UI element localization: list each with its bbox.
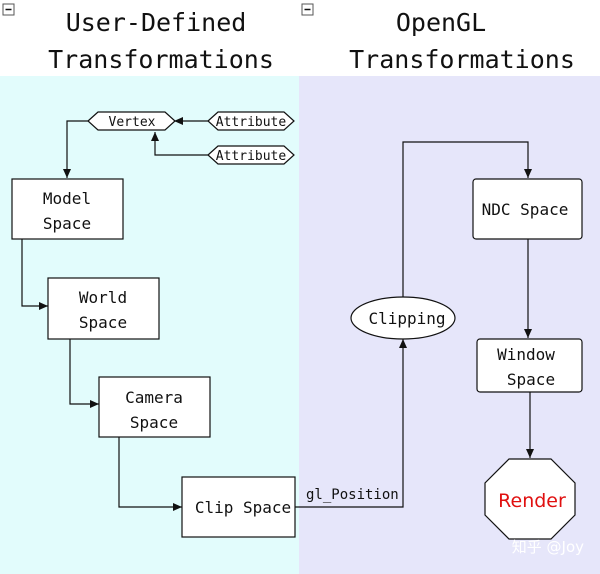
- clip-space-box: Clip Space: [181, 476, 296, 538]
- camera-space-label-2: Space: [130, 413, 178, 432]
- left-header-line2: Transformations: [48, 45, 274, 74]
- vertex-node: Vertex: [87, 111, 176, 131]
- clip-space-label: Clip Space: [195, 498, 291, 517]
- left-header-line1: User-Defined: [66, 8, 247, 37]
- ndc-space-label: NDC Space: [482, 200, 569, 219]
- vertex-label: Vertex: [109, 115, 156, 130]
- render-node: Render: [484, 458, 576, 540]
- window-space-box: Window Space: [476, 338, 583, 393]
- ndc-space-box: NDC Space: [472, 178, 583, 240]
- collapse-icon[interactable]: [2, 3, 15, 16]
- camera-space-label-1: Camera: [125, 388, 183, 407]
- right-header-line2: Transformations: [349, 45, 575, 74]
- world-space-box: World Space: [47, 277, 160, 340]
- clipping-node: Clipping: [350, 296, 456, 340]
- model-space-label-2: Space: [43, 214, 91, 233]
- model-space-label-1: Model: [43, 189, 91, 208]
- model-space-box: Model Space: [11, 178, 124, 240]
- window-space-label-1: Window: [497, 345, 555, 364]
- attribute-label: Attribute: [216, 149, 287, 164]
- world-space-label-1: World: [79, 288, 127, 307]
- clipping-label: Clipping: [368, 309, 445, 328]
- world-space-label-2: Space: [79, 313, 127, 332]
- gl-position-label: gl_Position: [306, 487, 399, 503]
- render-label: Render: [498, 490, 566, 512]
- window-space-label-2: Space: [507, 370, 555, 389]
- attribute-label: Attribute: [216, 115, 287, 130]
- attribute-node: Attribute: [207, 111, 295, 131]
- right-header-line1: OpenGL: [396, 8, 486, 37]
- camera-space-box: Camera Space: [98, 376, 211, 438]
- attribute-node: Attribute: [207, 145, 295, 165]
- connectors: [21, 117, 534, 511]
- watermark: 知乎 @Joy: [512, 538, 584, 556]
- collapse-icon[interactable]: [301, 3, 314, 16]
